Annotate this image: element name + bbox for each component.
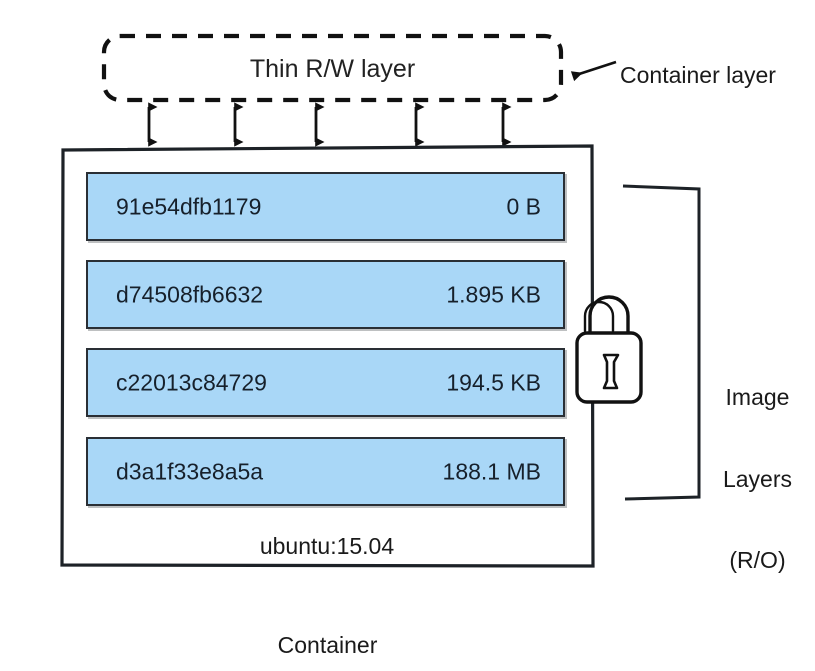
image-name-label: ubuntu:15.04 [259, 533, 395, 559]
rw-to-image-arrows [147, 102, 512, 147]
container-layer-callout-arrow [570, 60, 617, 82]
thin-rw-layer-box [101, 33, 564, 103]
image-layer-row-0[interactable]: 91e54dfb1179 0 B [86, 172, 565, 241]
image-layer-row-2[interactable]: c22013c84729 194.5 KB [86, 348, 565, 417]
caption-line-1: Container [277, 632, 378, 659]
layer-size: 0 B [506, 193, 541, 219]
image-layers-label-line-3: (R/O) [729, 547, 786, 573]
layer-id: d74508fb6632 [116, 281, 264, 307]
image-layer-row-1[interactable]: d74508fb6632 1.895 KB [86, 260, 565, 329]
thin-rw-layer-label: Thin R/W layer [249, 55, 416, 83]
image-layers-label-line-1: Image [725, 384, 790, 411]
image-layers-label: Image Layers (R/O) [700, 330, 815, 628]
container-caption: Container (based on ubuntu:15.04 image) [45, 578, 610, 671]
image-layers-label-line-2: Layers [722, 465, 793, 492]
lock-icon [575, 295, 643, 404]
image-layer-row-3[interactable]: d3a1f33e8a5a 188.1 MB [86, 437, 565, 506]
layer-size: 188.1 MB [442, 458, 541, 484]
container-layer-callout-label: Container layer [620, 62, 776, 88]
layer-id: c22013c84729 [116, 369, 267, 395]
layer-id: 91e54dfb1179 [116, 193, 262, 219]
layer-id: d3a1f33e8a5a [116, 458, 264, 484]
container-box [60, 144, 595, 568]
layer-size: 194.5 KB [446, 369, 541, 395]
layer-size: 1.895 KB [446, 281, 541, 307]
image-layers-bracket [622, 184, 701, 501]
